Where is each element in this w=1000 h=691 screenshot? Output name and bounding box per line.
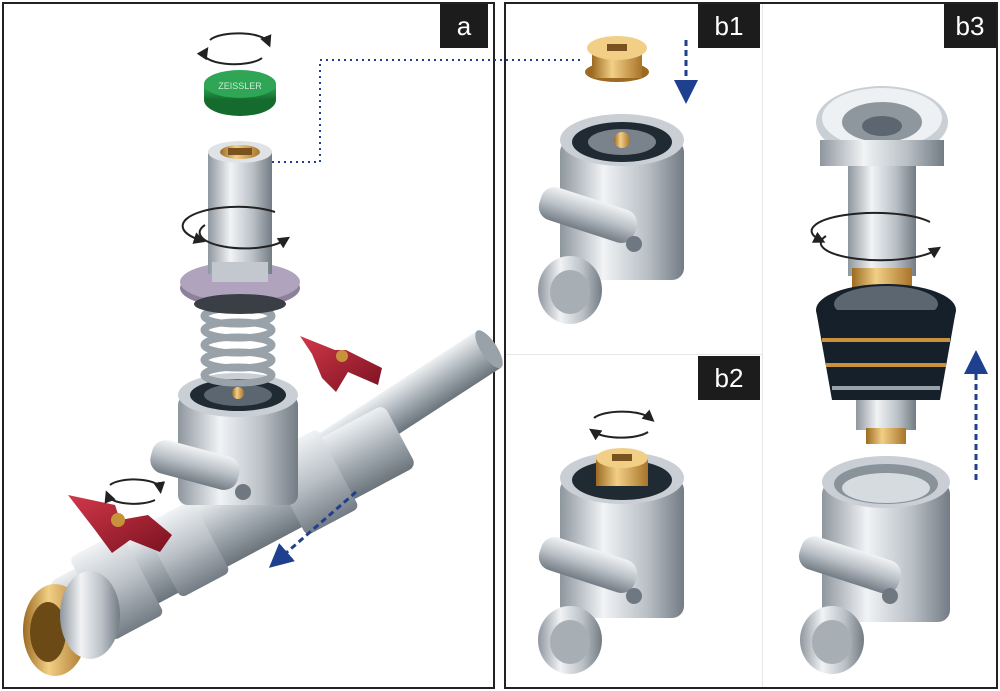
- valve-body-b1: [538, 114, 684, 324]
- funnel-head: [816, 86, 948, 166]
- rotate-arrow-cartridge: [181, 205, 291, 250]
- panel-label-b3: b3: [944, 4, 996, 48]
- panel-divider-horizontal: [506, 354, 762, 355]
- cartridge: [208, 141, 272, 282]
- cartridge-b3: [848, 166, 916, 294]
- seal-assembly: [816, 284, 956, 444]
- panel-label-a: a: [440, 4, 488, 48]
- rotate-arrow-b2: [589, 409, 655, 441]
- green-cap: ZEISSLER: [204, 70, 276, 116]
- panel-divider-vertical: [762, 4, 763, 687]
- panel-b3-artwork: [798, 86, 988, 674]
- rotate-arrow-b3: [810, 211, 942, 262]
- brass-fitting: [23, 571, 120, 676]
- valve-body-b3: [798, 456, 950, 674]
- valve-body: [150, 373, 298, 505]
- cap-brand-text: ZEISSLER: [218, 81, 262, 91]
- panel-b1-artwork: [538, 36, 698, 324]
- valve-handle-rear: [300, 336, 382, 392]
- panel-b2-artwork: [538, 409, 684, 674]
- valve-handle-front: [68, 495, 172, 553]
- panel-label-b1: b1: [698, 4, 760, 48]
- spring: [200, 304, 276, 387]
- flow-direction-arrow: [268, 490, 357, 568]
- dotted-connector: [272, 59, 580, 163]
- panel-label-b2: b2: [698, 356, 760, 400]
- rotate-arrow-handle: [104, 478, 166, 505]
- rotate-arrow-cap: [196, 32, 272, 66]
- valve-body-b2: [538, 448, 684, 674]
- brass-plug-b1: [585, 36, 649, 82]
- panel-a-artwork: ZEISSLER: [23, 32, 580, 676]
